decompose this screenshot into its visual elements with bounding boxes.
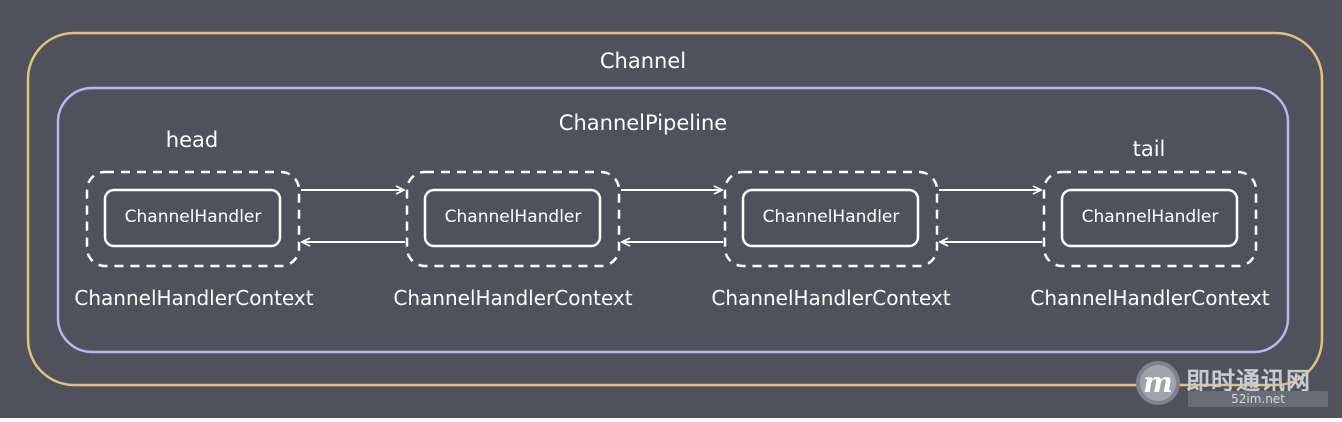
channel-label: Channel <box>599 49 687 73</box>
watermark-logo-icon: m <box>1136 361 1180 405</box>
handler-label-2: ChannelHandler <box>444 207 582 227</box>
watermark-url: 52im.net <box>1188 391 1328 407</box>
context-label-3: ChannelHandlerContext <box>711 286 951 310</box>
handler-box-3 <box>741 188 920 248</box>
context-label-2: ChannelHandlerContext <box>393 286 633 310</box>
handler-box-2 <box>423 188 602 248</box>
handler-box-4 <box>1060 188 1239 248</box>
handler-label-4: ChannelHandler <box>1081 207 1219 227</box>
context-box-2 <box>405 170 621 268</box>
context-box-3 <box>723 170 939 268</box>
handler-label-3: ChannelHandler <box>762 207 900 227</box>
context-label-1: ChannelHandlerContext <box>74 286 314 310</box>
tail-label: tail <box>1132 137 1166 161</box>
watermark-title: 即时通讯网 <box>1186 367 1311 395</box>
handler-box-1 <box>103 188 282 248</box>
head-label: head <box>165 128 219 152</box>
watermark-logo-letter: m <box>1143 366 1173 399</box>
pipeline-label: ChannelPipeline <box>558 111 728 135</box>
context-box-1 <box>85 170 301 268</box>
pipeline-container <box>56 86 1290 354</box>
watermark: m 即时通讯网 52im.net <box>1134 357 1334 409</box>
context-label-4: ChannelHandlerContext <box>1030 286 1270 310</box>
channel-container <box>26 31 1324 387</box>
handler-label-1: ChannelHandler <box>124 207 262 227</box>
context-box-4 <box>1042 170 1258 268</box>
